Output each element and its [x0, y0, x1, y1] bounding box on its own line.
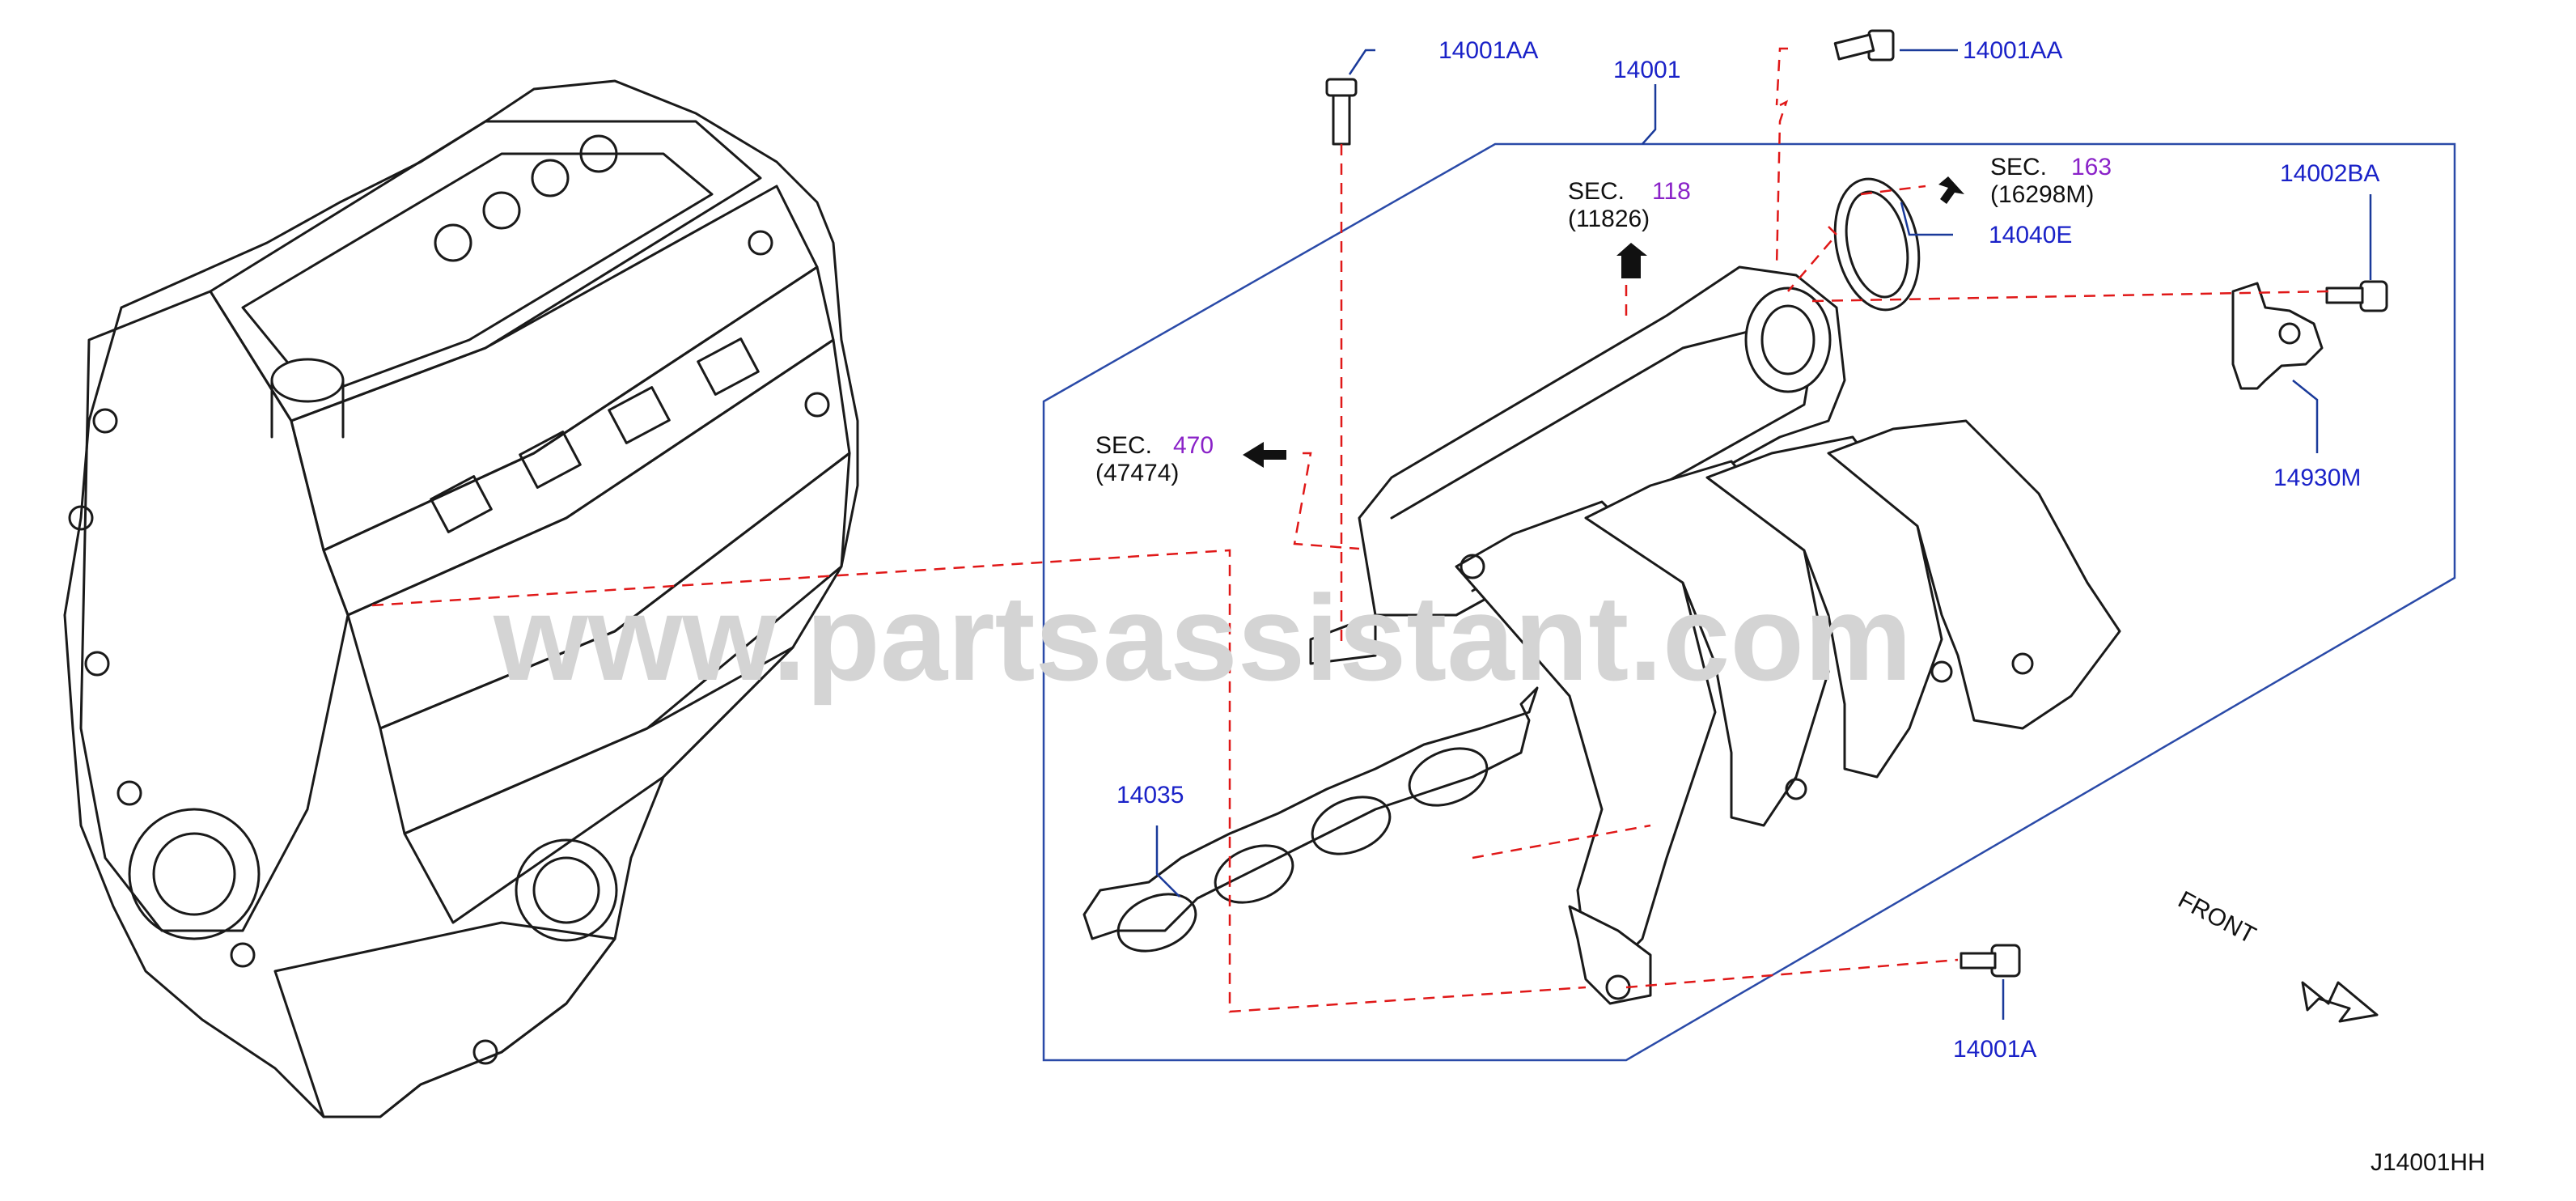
- sec-163-number[interactable]: 163: [2071, 154, 2112, 180]
- diagram-code: J14001HH: [2371, 1149, 2485, 1176]
- bolt-14002ba-illustration: [2325, 280, 2388, 312]
- engine-block-illustration: [63, 79, 859, 1118]
- part-callout-14001[interactable]: 14001: [1613, 57, 1680, 83]
- arrow-up-right-icon: [1938, 176, 1964, 204]
- sec-118-sub: (11826): [1568, 206, 1650, 232]
- sec-163-sub: (16298M): [1990, 181, 2094, 208]
- front-label: FRONT: [2174, 886, 2260, 949]
- part-callout-14040e[interactable]: 14040E: [1989, 222, 2072, 248]
- part-callout-14002ba[interactable]: 14002BA: [2280, 160, 2379, 187]
- sensor-14930m-illustration: [2231, 282, 2324, 390]
- part-callout-14035[interactable]: 14035: [1116, 782, 1184, 808]
- watermark-text: www.partsassistant.com: [493, 570, 1912, 706]
- part-callout-14930m[interactable]: 14930M: [2273, 465, 2361, 491]
- arrow-left-icon: [1243, 442, 1286, 468]
- part-callout-14001aa-left[interactable]: 14001AA: [1438, 37, 1538, 64]
- intake-manifold-illustration: [1309, 265, 2121, 1005]
- dashed-guide-lines: [371, 47, 2331, 1013]
- callout-leader-lines: [1155, 49, 2372, 1020]
- sec-470-prefix: SEC.: [1095, 432, 1152, 459]
- sec-470-sub: (47474): [1095, 460, 1179, 486]
- arrow-up-icon: [1616, 243, 1647, 278]
- bolt-14001a-illustration: [1960, 944, 2021, 978]
- sec-118-number[interactable]: 118: [1652, 178, 1691, 205]
- bolt-14001aa-left-illustration: [1325, 78, 1358, 146]
- part-callout-14001aa-right[interactable]: 14001AA: [1963, 37, 2062, 64]
- part-callout-14001a[interactable]: 14001A: [1953, 1036, 2036, 1063]
- bolt-14001aa-right-illustration: [1833, 29, 1895, 62]
- sec-163-prefix: SEC.: [1990, 154, 2047, 180]
- manifold-gasket-illustration: [1083, 686, 1539, 953]
- gasket-ring-14040e-illustration: [1833, 177, 1921, 312]
- sec-118-prefix: SEC.: [1568, 178, 1625, 205]
- assembly-group-outline: [1042, 142, 2456, 1062]
- sec-470-number[interactable]: 470: [1173, 432, 1214, 459]
- front-arrow-icon: [2301, 981, 2379, 1023]
